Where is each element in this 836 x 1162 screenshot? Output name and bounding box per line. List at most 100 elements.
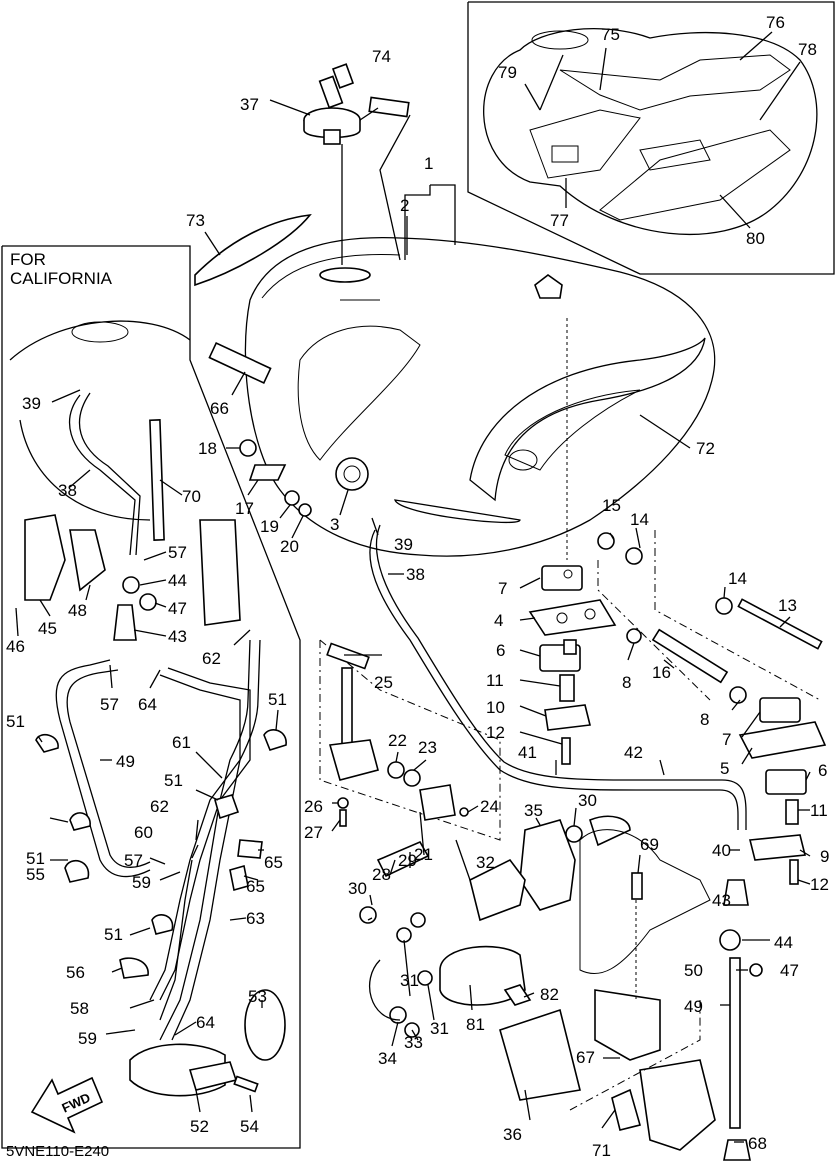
callout-65: 65: [264, 853, 283, 872]
callout-55: 55: [26, 865, 45, 884]
callout-4: 4: [494, 611, 503, 630]
callout-32: 32: [476, 853, 495, 872]
callout-20: 20: [280, 537, 299, 556]
callout-71: 71: [592, 1141, 611, 1160]
callout-63: 63: [246, 909, 265, 928]
callout-43b: 43: [712, 891, 731, 910]
callout-12b: 12: [810, 875, 829, 894]
callout-59b: 59: [78, 1029, 97, 1048]
callout-37: 37: [240, 95, 259, 114]
callout-76: 76: [766, 13, 785, 32]
callout-8: 8: [622, 673, 631, 692]
callout-46: 46: [6, 637, 25, 656]
callout-30b: 30: [578, 791, 597, 810]
callout-40: 40: [712, 841, 731, 860]
callout-36: 36: [503, 1125, 522, 1144]
callout-66: 66: [210, 399, 229, 418]
collar-19: [284, 490, 300, 506]
callout-7b: 7: [722, 730, 731, 749]
callout-25: 25: [374, 673, 393, 692]
callout-68: 68: [748, 1134, 767, 1153]
callout-7: 7: [498, 579, 507, 598]
bolt-20: [298, 503, 312, 517]
callout-59: 59: [132, 873, 151, 892]
diagram-code: 5VNE110-E240: [6, 1143, 109, 1160]
callout-51d: 51: [26, 849, 45, 868]
callout-62: 62: [202, 649, 221, 668]
forward-arrow: FWD: [30, 1076, 104, 1134]
callout-57b: 57: [100, 695, 119, 714]
fitting-43b: [723, 879, 749, 906]
callout-16: 16: [652, 663, 671, 682]
screw-47b: [749, 963, 763, 977]
callout-51: 51: [6, 712, 25, 731]
callout-39: 39: [394, 535, 413, 554]
decal-73: [194, 213, 312, 287]
callout-6: 6: [496, 641, 505, 660]
callout-27: 27: [304, 823, 323, 842]
callout-62b: 62: [150, 797, 169, 816]
inset-header-line-2: CALIFORNIA: [10, 269, 113, 288]
callout-29: 29: [398, 851, 417, 870]
hose-66: [208, 342, 272, 384]
fuel-cap: [303, 63, 361, 145]
callout-35: 35: [524, 801, 543, 820]
callout-31: 31: [400, 971, 419, 990]
california-inset: [1, 245, 301, 1149]
bracket-36: [499, 1008, 581, 1101]
part-71: [611, 1088, 641, 1131]
callout-58: 58: [70, 999, 89, 1018]
callout-10: 10: [486, 698, 505, 717]
callout-6b: 6: [818, 761, 827, 780]
leader-lines: [15, 31, 811, 1143]
callout-12: 12: [486, 723, 505, 742]
callout-14b: 14: [728, 569, 747, 588]
callout-11: 11: [486, 671, 504, 690]
callout-15: 15: [602, 496, 621, 515]
callout-50: 50: [684, 961, 703, 980]
callout-2: 2: [400, 196, 409, 215]
callout-38: 38: [406, 565, 425, 584]
callout-26: 26: [304, 797, 323, 816]
callout-28: 28: [372, 865, 391, 884]
hose-38-edge: [375, 524, 747, 830]
callout-30: 30: [348, 879, 367, 898]
callout-82: 82: [540, 985, 559, 1004]
plug-68: [723, 1139, 751, 1161]
callout-17: 17: [235, 499, 254, 518]
callout-31b: 31: [430, 1019, 449, 1038]
bracket-67: [594, 989, 661, 1061]
callout-67: 67: [576, 1048, 595, 1067]
bracket-70b: [639, 1059, 716, 1151]
label-sticker-74: [368, 96, 410, 118]
callout-56: 56: [66, 963, 85, 982]
callout-41: 41: [518, 743, 537, 762]
callout-23: 23: [418, 738, 437, 757]
callout-64: 64: [138, 695, 157, 714]
callout-45: 45: [38, 619, 57, 638]
fuel-cock-assembly: [319, 639, 501, 841]
callout-9: 9: [820, 847, 829, 866]
callout-69: 69: [640, 835, 659, 854]
bolt-69: [631, 872, 643, 900]
tank-mount-brackets: [528, 532, 827, 885]
callout-49: 49: [116, 752, 135, 771]
callout-73: 73: [186, 211, 205, 230]
callout-24: 24: [480, 797, 499, 816]
callout-18: 18: [198, 439, 217, 458]
callout-19: 19: [260, 517, 279, 536]
callout-49b: 49: [684, 997, 703, 1016]
callout-57: 57: [168, 543, 187, 562]
callout-39b: 39: [22, 394, 41, 413]
callout-11b: 11: [810, 801, 828, 820]
callout-8b: 8: [700, 710, 709, 729]
callout-79: 79: [498, 63, 517, 82]
callout-54: 54: [240, 1117, 259, 1136]
fuel-tank: [244, 236, 716, 557]
callout-38b: 38: [58, 481, 77, 500]
callout-22: 22: [388, 731, 407, 750]
callout-72: 72: [696, 439, 715, 458]
callout-53: 53: [248, 987, 267, 1006]
callout-21: 21: [414, 845, 433, 864]
